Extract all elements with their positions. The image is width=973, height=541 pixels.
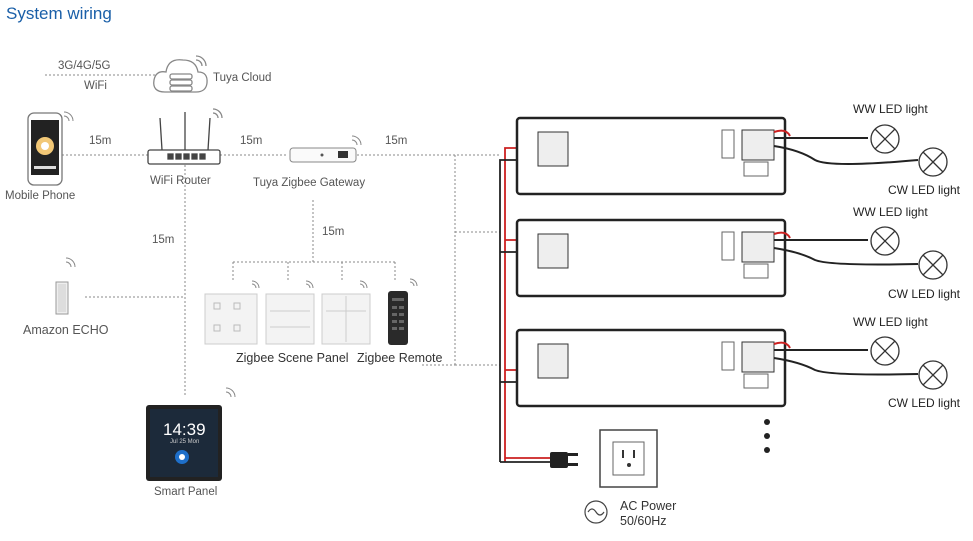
ww-light-1-label: WW LED light: [853, 102, 928, 116]
ww-light-2-icon: [870, 226, 900, 256]
output-wires: [773, 129, 919, 376]
smart-panel-time: 14:39: [163, 420, 206, 439]
echo-label: Amazon ECHO: [23, 323, 109, 337]
scene-panel-3-key: [265, 280, 315, 345]
cw-light-1-label: CW LED light: [888, 183, 961, 197]
scene-panel-2-key: [321, 280, 371, 345]
cw-light-1-icon: [918, 147, 948, 177]
amazon-echo-icon: [55, 257, 76, 315]
scene-panel-label: Zigbee Scene Panel: [236, 351, 349, 365]
remote-label: Zigbee Remote: [357, 351, 443, 365]
cloud-label: Tuya Cloud: [213, 72, 272, 84]
gateway-drivers-distance: 15m: [385, 135, 408, 147]
cw-light-2-icon: [918, 250, 948, 280]
neutral-wire: [499, 159, 540, 462]
smart-panel-label: Smart Panel: [154, 486, 218, 498]
router-panel-distance: 15m: [152, 234, 175, 246]
router-gateway-distance: 15m: [240, 135, 263, 147]
cloud-icon: [153, 55, 208, 93]
cw-light-2-label: CW LED light: [888, 287, 961, 301]
ac-power-label: AC Power: [620, 499, 677, 513]
phone-label: Mobile Phone: [5, 190, 76, 202]
ww-light-3-label: WW LED light: [853, 315, 928, 329]
led-driver-2: [515, 218, 787, 298]
led-lights: [870, 124, 948, 390]
mobile-phone-icon: [27, 111, 74, 186]
gateway-panels-distance: 15m: [322, 226, 345, 238]
ac-symbol-icon: [584, 500, 608, 524]
more-drivers-dots: [764, 419, 770, 453]
wifi-router-icon: [147, 108, 223, 165]
zigbee-gateway-icon: [289, 135, 362, 163]
wall-socket-icon: [599, 429, 658, 488]
led-driver-1: [515, 116, 787, 196]
led-driver-3: [515, 328, 787, 408]
page-title: System wiring: [6, 4, 112, 23]
cw-light-3-label: CW LED light: [888, 396, 961, 410]
phone-router-distance: 15m: [89, 135, 112, 147]
cw-light-3-icon: [918, 360, 948, 390]
panel-drops: [232, 262, 396, 280]
network-label: 3G/4G/5G: [58, 60, 111, 72]
connection-lines: [45, 74, 500, 395]
ww-light-1-icon: [870, 124, 900, 154]
ww-light-2-label: WW LED light: [853, 205, 928, 219]
scene-panel-4-key: [204, 280, 260, 345]
ac-plug-icon: [550, 452, 578, 468]
wifi-label: WiFi: [84, 80, 107, 92]
ac-frequency-label: 50/60Hz: [620, 514, 667, 528]
smart-panel-date: Jul 25 Mon: [170, 439, 200, 445]
ww-light-3-icon: [870, 336, 900, 366]
smart-panel-icon: [146, 387, 236, 481]
zigbee-remote-icon: [388, 278, 418, 345]
router-label: WiFi Router: [150, 175, 211, 187]
gateway-label: Tuya Zigbee Gateway: [253, 177, 366, 189]
